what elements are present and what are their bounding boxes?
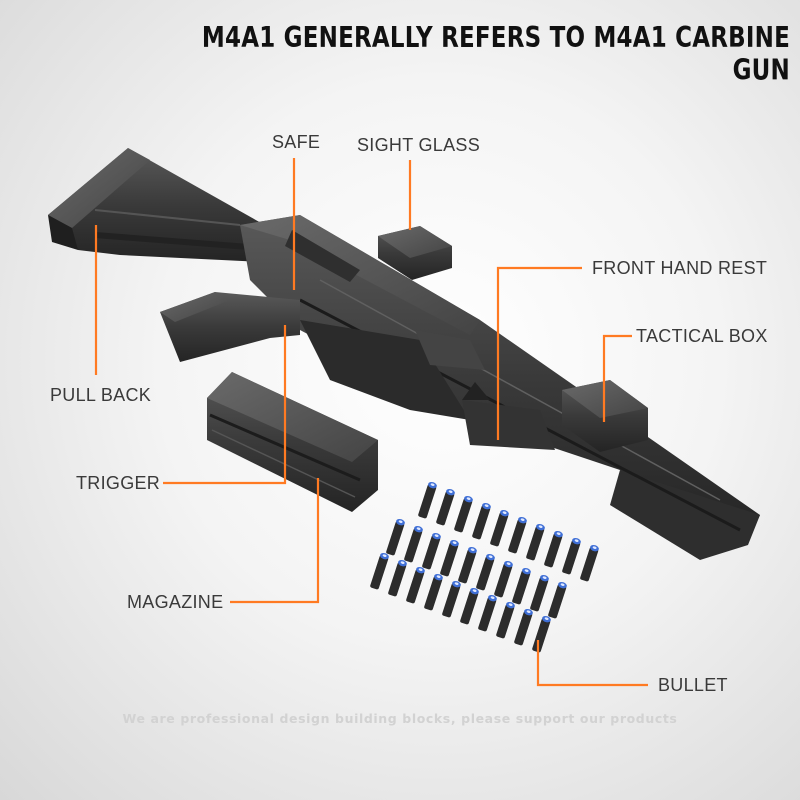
bullet bbox=[544, 530, 563, 568]
label-tactical-box: TACTICAL BOX bbox=[636, 326, 768, 346]
front-hand-rest bbox=[462, 382, 555, 450]
bullet bbox=[442, 580, 461, 618]
bullet bbox=[530, 574, 549, 612]
bullet bbox=[460, 587, 479, 625]
label-magazine: MAGAZINE bbox=[127, 592, 224, 612]
bullet bbox=[436, 488, 455, 526]
label-safe: SAFE bbox=[272, 132, 321, 152]
grip bbox=[160, 292, 300, 362]
bullet bbox=[422, 532, 441, 570]
stock bbox=[48, 148, 270, 262]
bullet bbox=[388, 559, 407, 597]
leader-magazine bbox=[230, 478, 320, 604]
bullet bbox=[440, 539, 459, 577]
bullet bbox=[490, 509, 509, 547]
leader-tactical-box bbox=[602, 334, 632, 422]
bullet bbox=[494, 560, 513, 598]
bullet bbox=[562, 537, 581, 575]
bullet bbox=[508, 516, 527, 554]
bullets-group bbox=[370, 481, 599, 653]
footer-slogan: We are professional design building bloc… bbox=[122, 711, 678, 726]
bullet bbox=[454, 495, 473, 533]
bullet bbox=[514, 608, 533, 646]
lower-section bbox=[300, 320, 485, 420]
bullet bbox=[406, 566, 425, 604]
sight-glass bbox=[285, 226, 452, 282]
bullet bbox=[404, 525, 423, 563]
page-title: M4A1 GENERALLY REFERS TO M4A1 CARBINE GU… bbox=[201, 22, 790, 87]
bullet bbox=[418, 481, 437, 519]
bullet bbox=[512, 567, 531, 605]
bullet bbox=[580, 544, 599, 582]
bullet bbox=[472, 502, 491, 540]
label-bullet: BULLET bbox=[658, 675, 728, 695]
leader-lines bbox=[94, 158, 648, 687]
bullet bbox=[532, 615, 551, 653]
bullet bbox=[548, 581, 567, 619]
bullet bbox=[370, 552, 389, 590]
label-pull-back: PULL BACK bbox=[50, 385, 152, 405]
label-sight-glass: SIGHT GLASS bbox=[357, 135, 481, 155]
label-trigger: TRIGGER bbox=[76, 473, 161, 493]
label-front-hand-rest: FRONT HAND REST bbox=[592, 258, 768, 278]
bullet bbox=[424, 573, 443, 611]
bullet bbox=[386, 518, 405, 556]
bullet bbox=[496, 601, 515, 639]
bullet bbox=[476, 553, 495, 591]
leader-front-hand-rest bbox=[496, 266, 582, 440]
bullet bbox=[458, 546, 477, 584]
magazine bbox=[207, 372, 378, 512]
leader-trigger bbox=[163, 325, 287, 485]
bullet bbox=[478, 594, 497, 632]
bullet bbox=[526, 523, 545, 561]
leader-bullet bbox=[536, 640, 648, 687]
